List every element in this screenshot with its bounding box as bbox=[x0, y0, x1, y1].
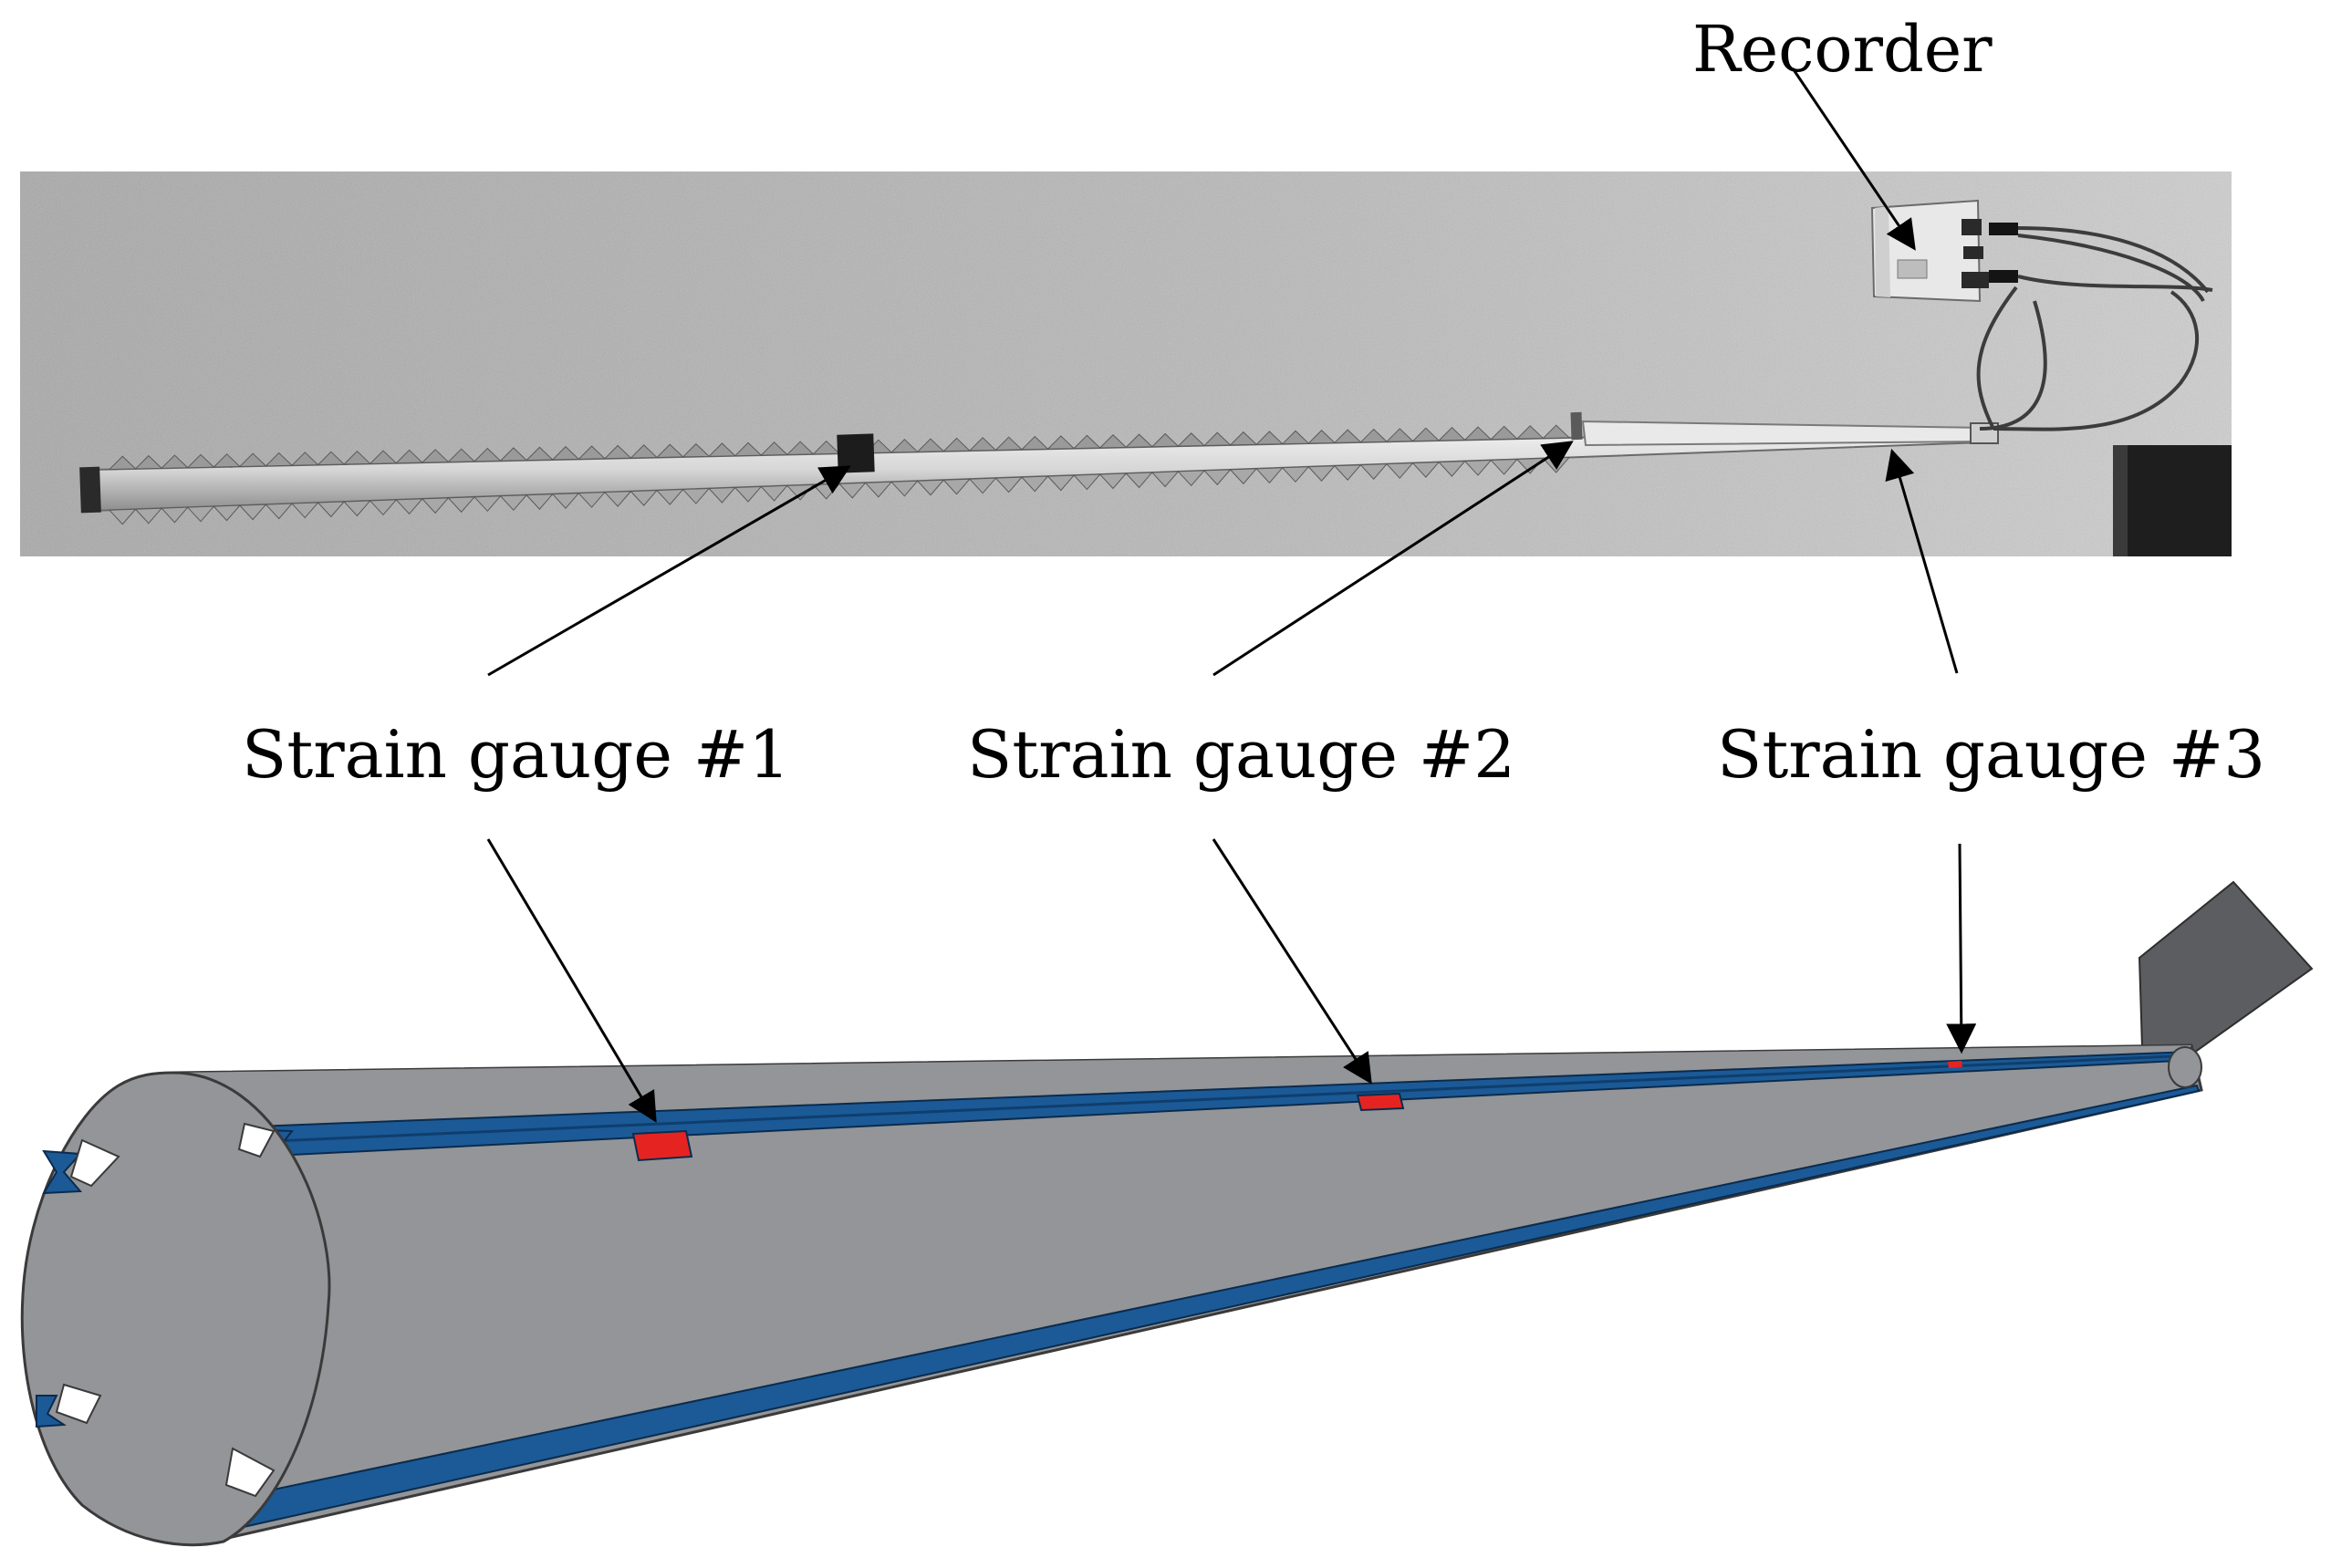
gauge-3-marker bbox=[1948, 1061, 1962, 1068]
cables bbox=[1976, 226, 2213, 431]
photo-gauge-1 bbox=[837, 433, 875, 473]
gauge-1-marker bbox=[631, 1129, 693, 1162]
arrow-diagram-gauge-1 bbox=[486, 838, 657, 1123]
probe-diagram bbox=[20, 880, 2314, 1547]
probe-end-face bbox=[20, 1071, 331, 1547]
photo-panel bbox=[20, 171, 2232, 556]
photo-gauge-2 bbox=[1570, 411, 1583, 441]
dark-object bbox=[2113, 445, 2232, 556]
arrow-photo-gauge-3 bbox=[1885, 448, 1959, 674]
label-strain-gauge-2: Strain gauge #2 bbox=[967, 716, 1515, 793]
label-recorder: Recorder bbox=[1692, 12, 1993, 87]
label-strain-gauge-3: Strain gauge #3 bbox=[1717, 716, 2265, 793]
arrow-recorder bbox=[1791, 67, 1916, 251]
label-strain-gauge-1: Strain gauge #1 bbox=[242, 716, 790, 793]
arrow-diagram-gauge-3 bbox=[1946, 843, 1977, 1054]
annotation-arrows bbox=[486, 67, 1977, 1123]
probe-tip bbox=[2138, 880, 2314, 1075]
serrated-rod bbox=[79, 411, 1999, 525]
gauge-2-marker bbox=[1356, 1092, 1405, 1112]
arrow-diagram-gauge-2 bbox=[1212, 838, 1372, 1085]
arrow-photo-gauge-1 bbox=[487, 465, 851, 677]
arrow-photo-gauge-2 bbox=[1212, 441, 1574, 677]
